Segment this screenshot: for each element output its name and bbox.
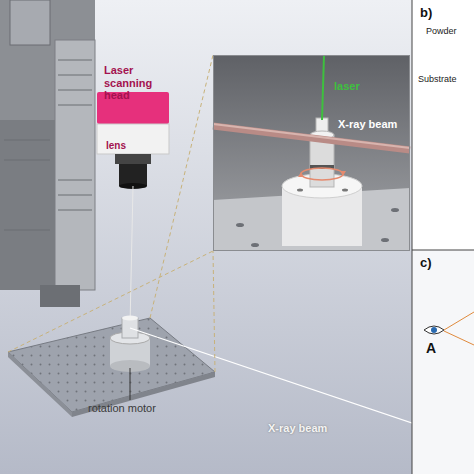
table-hole [251,243,259,247]
table-hole [236,223,244,227]
zoom-leader [150,55,213,318]
part-label: lens [106,140,146,152]
panel-c: c) A [412,250,474,474]
eye-symbol [424,326,444,334]
part-label: rotation motor [88,402,188,415]
panel-b-background [412,0,474,250]
panel-c-background [412,250,474,474]
part-label: Laser scanning head [104,64,168,102]
column-front-face [55,40,95,290]
lens-mount [115,154,151,164]
part-label: X-ray beam [338,118,397,131]
layer-label: Powder [426,26,457,36]
panel-divider [412,250,474,251]
eye-pupil [431,327,437,333]
part-label: X-ray beam [268,422,368,435]
rotation-arrowheads [298,171,346,177]
lens-barrel [119,164,147,186]
layer-label: Substrate [418,74,457,84]
zoom-leader [8,251,213,352]
column-nozzle [40,285,80,307]
part-label: laser [334,80,360,93]
build-plate [8,318,215,412]
machine-column [0,0,95,290]
cylinder-hole [342,189,348,192]
column-side-face [0,120,55,290]
laser-line [130,186,133,326]
column-top-box [10,0,50,45]
inset-panel: laserX-ray beam [213,55,410,251]
holder-top [122,316,138,321]
plate-edge [72,372,215,417]
sight-line [444,331,474,345]
cylinder-hole [297,189,303,192]
panel-divider [412,0,413,474]
rotation-arrow [301,168,343,180]
zoom-leader [213,251,215,372]
table-hole [391,208,399,212]
plate-holes [8,318,215,412]
sight-line [444,312,474,330]
inset-background [213,55,410,251]
panel-b: b) PowderSubstrate [412,0,474,250]
panel-letter: c) [420,256,432,271]
column-grill-lines [4,60,92,230]
plate-edge-left [8,352,72,417]
laser-beam [322,55,324,120]
scanning-head-body [97,124,169,154]
table-hole [381,238,389,242]
leader-line [130,368,131,400]
panel-letter: b) [420,6,432,21]
view-label: A [426,340,436,356]
